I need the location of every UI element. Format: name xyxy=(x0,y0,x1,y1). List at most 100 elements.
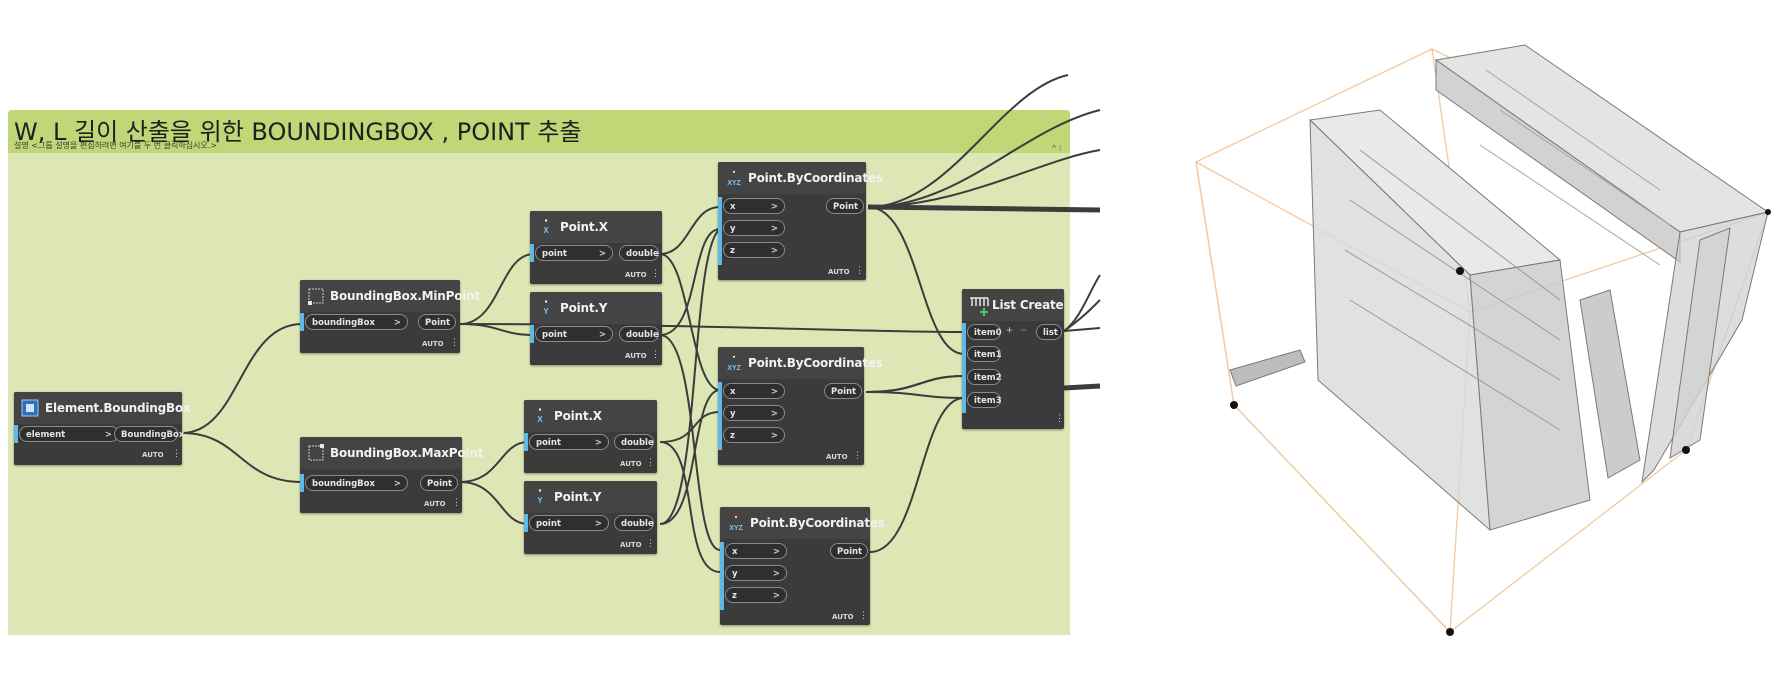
node-menu-icon[interactable]: ⋮ xyxy=(172,448,181,458)
lacing-label[interactable]: AUTO xyxy=(832,613,854,621)
node-menu-icon[interactable]: ⋮ xyxy=(450,337,459,347)
input-port-x[interactable]: x> xyxy=(725,543,787,559)
remove-input-button[interactable]: − xyxy=(1020,323,1028,337)
input-port-y[interactable]: y> xyxy=(723,220,785,236)
output-port-double[interactable]: double xyxy=(614,515,654,531)
output-port-boundingbox[interactable]: BoundingBox xyxy=(114,426,184,442)
input-port-item0[interactable]: item0 xyxy=(967,324,1002,340)
xyz-coordinate-icon: ▪XYZ xyxy=(727,169,741,187)
node-header[interactable] xyxy=(718,347,864,379)
output-port-point[interactable]: Point xyxy=(418,314,456,330)
input-marker xyxy=(524,514,528,532)
output-port-point[interactable]: Point xyxy=(420,475,458,491)
output-port-double[interactable]: double xyxy=(619,326,659,342)
port-label: Point xyxy=(427,479,453,489)
lacing-label[interactable]: AUTO xyxy=(826,453,848,461)
port-label: boundingBox xyxy=(312,318,375,328)
input-port-item3[interactable]: item3 xyxy=(967,392,1002,408)
node-header[interactable] xyxy=(524,481,657,513)
node-menu-icon[interactable]: ⋮ xyxy=(859,610,868,620)
node-header[interactable] xyxy=(530,292,662,324)
input-port-y[interactable]: y> xyxy=(725,565,787,581)
input-port-boundingbox[interactable]: boundingBox> xyxy=(305,475,408,491)
node-pointx-1[interactable]: ▪X Point.X point> double AUTO ⋮ xyxy=(530,211,662,284)
node-menu-icon[interactable]: ⋮ xyxy=(646,538,655,548)
node-header[interactable] xyxy=(962,289,1064,321)
input-port-element[interactable]: element> xyxy=(19,426,119,442)
node-header[interactable] xyxy=(14,392,182,424)
node-menu-icon[interactable]: ⋮ xyxy=(646,457,655,467)
node-header[interactable] xyxy=(524,400,657,432)
list-create-icon xyxy=(970,297,989,316)
lacing-label[interactable]: AUTO xyxy=(424,500,446,508)
node-list-create[interactable]: List Create item0 item1 item2 item3 + − … xyxy=(962,289,1064,429)
node-header[interactable] xyxy=(720,507,870,539)
output-port-point[interactable]: Point xyxy=(830,543,868,559)
node-menu-icon[interactable]: ⋮ xyxy=(651,268,660,278)
input-port-boundingbox[interactable]: boundingBox> xyxy=(305,314,408,330)
node-pointy-1[interactable]: ▪Y Point.Y point> double AUTO ⋮ xyxy=(530,292,662,365)
icon-letter: XYZ xyxy=(727,365,741,372)
output-port-double[interactable]: double xyxy=(619,245,659,261)
group-description[interactable]: 설명 <그룹 설명을 편집하려면 여기를 두 번 클릭하십시오.> xyxy=(14,141,218,150)
input-port-item1[interactable]: item1 xyxy=(967,346,1002,362)
output-port-double[interactable]: double xyxy=(614,434,654,450)
node-point-bycoordinates-2[interactable]: ▪XYZ Point.ByCoordinates x> y> z> Point … xyxy=(718,347,883,465)
port-arrow: > xyxy=(594,519,602,529)
group-collapse-icon[interactable]: ^ ⁝ xyxy=(1052,143,1062,153)
port-arrow: > xyxy=(594,438,602,448)
port-label: double xyxy=(626,249,659,259)
wire xyxy=(1063,299,1101,332)
wire xyxy=(869,397,965,553)
node-menu-icon[interactable]: ⋮ xyxy=(452,497,461,507)
node-menu-icon[interactable]: ⋮ xyxy=(1055,413,1064,423)
node-bbox-minpoint[interactable]: BoundingBox.MinPoint boundingBox> Point … xyxy=(300,280,480,353)
lacing-label[interactable]: AUTO xyxy=(422,340,444,348)
node-menu-icon[interactable]: ⋮ xyxy=(855,265,864,275)
group-title[interactable]: W, L 길이 산출을 위한 BOUNDINGBOX , POINT 추출 xyxy=(14,118,582,146)
port-label: list xyxy=(1043,328,1058,338)
node-header[interactable] xyxy=(718,162,866,194)
input-marker xyxy=(300,313,304,331)
output-port-point[interactable]: Point xyxy=(824,383,862,399)
input-port-item2[interactable]: item2 xyxy=(967,369,1002,385)
node-header[interactable] xyxy=(300,280,460,312)
input-port-point[interactable]: point> xyxy=(529,515,609,531)
add-input-button[interactable]: + xyxy=(1006,323,1014,337)
lacing-label[interactable]: AUTO xyxy=(620,541,642,549)
node-bbox-maxpoint[interactable]: BoundingBox.MaxPoint boundingBox> Point … xyxy=(300,437,483,513)
port-label: double xyxy=(621,438,654,448)
lacing-label[interactable]: AUTO xyxy=(625,352,647,360)
node-header[interactable] xyxy=(300,437,462,469)
node-header[interactable] xyxy=(530,211,662,243)
input-port-z[interactable]: z> xyxy=(723,242,785,258)
input-port-y[interactable]: y> xyxy=(723,405,785,421)
input-port-point[interactable]: point> xyxy=(535,326,613,342)
group-header[interactable] xyxy=(8,110,1070,153)
input-port-z[interactable]: z> xyxy=(725,587,787,603)
output-port-point[interactable]: Point xyxy=(826,198,864,214)
output-port-list[interactable]: list xyxy=(1036,324,1062,340)
lacing-label[interactable]: AUTO xyxy=(142,451,164,459)
lacing-label[interactable]: AUTO xyxy=(625,271,647,279)
node-pointy-2[interactable]: ▪Y Point.Y point> double AUTO ⋮ xyxy=(524,481,657,554)
node-element-boundingbox[interactable]: Element.BoundingBox element> BoundingBox… xyxy=(14,392,191,465)
input-port-x[interactable]: x> xyxy=(723,383,785,399)
port-arrow: > xyxy=(393,479,401,489)
input-port-x[interactable]: x> xyxy=(723,198,785,214)
node-pointx-2[interactable]: ▪X Point.X point> double AUTO ⋮ xyxy=(524,400,657,473)
node-menu-icon[interactable]: ⋮ xyxy=(853,450,862,460)
input-port-point[interactable]: point> xyxy=(529,434,609,450)
node-point-bycoordinates-1[interactable]: ▪XYZ Point.ByCoordinates x> y> z> Point … xyxy=(718,162,883,280)
lacing-label[interactable]: AUTO xyxy=(620,460,642,468)
lacing-label[interactable]: AUTO xyxy=(828,268,850,276)
node-menu-icon[interactable]: ⋮ xyxy=(651,349,660,359)
node-point-bycoordinates-3[interactable]: ▪XYZ Point.ByCoordinates x> y> z> Point … xyxy=(720,507,885,625)
input-port-point[interactable]: point> xyxy=(535,245,613,261)
port-label: element xyxy=(26,430,66,440)
input-port-z[interactable]: z> xyxy=(723,427,785,443)
port-arrow: > xyxy=(772,591,780,601)
port-label: point xyxy=(542,330,567,340)
